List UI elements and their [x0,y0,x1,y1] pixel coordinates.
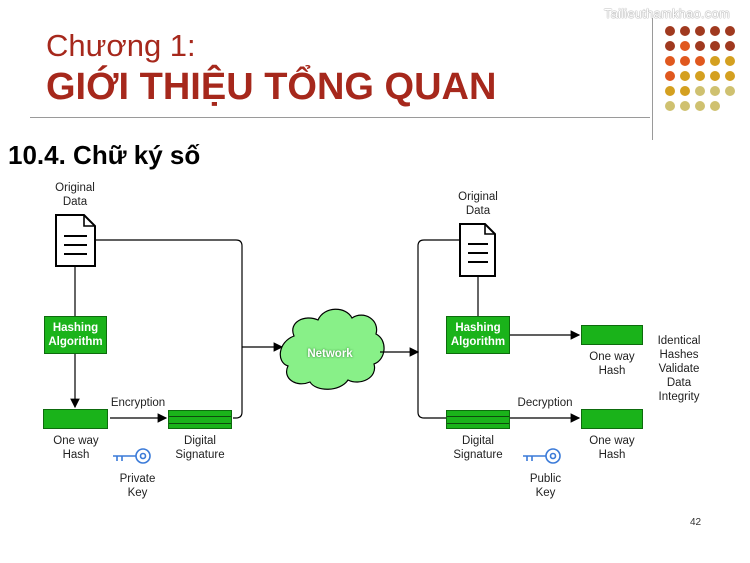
decor-dot [665,86,675,96]
decor-dot [665,101,675,111]
sender-hash-box [43,409,108,429]
receiver-original-data-label: Original Data [458,191,498,217]
receiver-hashing-algorithm-box: Hashing Algorithm [446,316,510,354]
receiver-hash-bottom-box [581,409,643,429]
sender-original-data-label: Original Data [55,182,95,208]
public-key-label: Public Key [529,473,562,499]
decor-dot [680,101,690,111]
decor-dot [695,41,705,51]
receiver-hash-top-box [581,325,643,345]
decor-dot [680,86,690,96]
decor-horizontal-line [30,117,650,118]
decryption-label: Decryption [517,397,573,409]
decor-dot [695,26,705,36]
decor-dot [665,41,675,51]
sender-signature-label: Digital Signature [175,435,225,461]
decor-dot [680,56,690,66]
decor-dot [710,71,720,81]
decor-dot [680,41,690,51]
decor-dot [725,26,735,36]
decor-dot [725,56,735,66]
decor-dot [725,71,735,81]
receiver-hash-bottom-label: One way Hash [589,435,635,461]
chapter-title: Chương 1: [46,28,196,63]
chapter-heading: GIỚI THIỆU TỔNG QUAN [46,66,497,108]
decor-dot [695,86,705,96]
private-key-icon [113,448,151,464]
receiver-signature-box [446,410,510,429]
decor-dot [710,101,720,111]
sender-hashing-algorithm-box: Hashing Algorithm [44,316,107,354]
decor-dot [665,26,675,36]
decor-dot [695,71,705,81]
decor-dot [725,41,735,51]
decor-dot [695,101,705,111]
integrity-result-label: Identical Hashes Validate Data Integrity [657,335,701,403]
decor-dot [665,56,675,66]
section-title: 10.4. Chữ ký số [8,140,201,170]
encryption-label: Encryption [110,397,166,409]
decor-dot [695,56,705,66]
decor-dot [710,41,720,51]
document-icon-receiver [459,223,496,277]
sender-signature-box [168,410,232,429]
decor-dot [710,86,720,96]
decor-dot [725,86,735,96]
decor-vertical-line [652,18,653,140]
sender-hash-label: One way Hash [53,435,99,461]
network-label: Network [307,348,353,360]
decor-dot [680,71,690,81]
network-cloud [279,308,385,390]
decor-dot [680,26,690,36]
decor-dot [710,56,720,66]
decor-dot [665,71,675,81]
document-icon-sender [55,214,96,267]
receiver-hash-top-label: One way Hash [589,351,635,377]
public-key-icon [523,448,561,464]
watermark-text: Tailieuthamkhao.com [604,6,730,21]
private-key-label: Private Key [119,473,156,499]
receiver-signature-label: Digital Signature [453,435,503,461]
decor-dot [710,26,720,36]
page-number: 42 [690,517,702,528]
